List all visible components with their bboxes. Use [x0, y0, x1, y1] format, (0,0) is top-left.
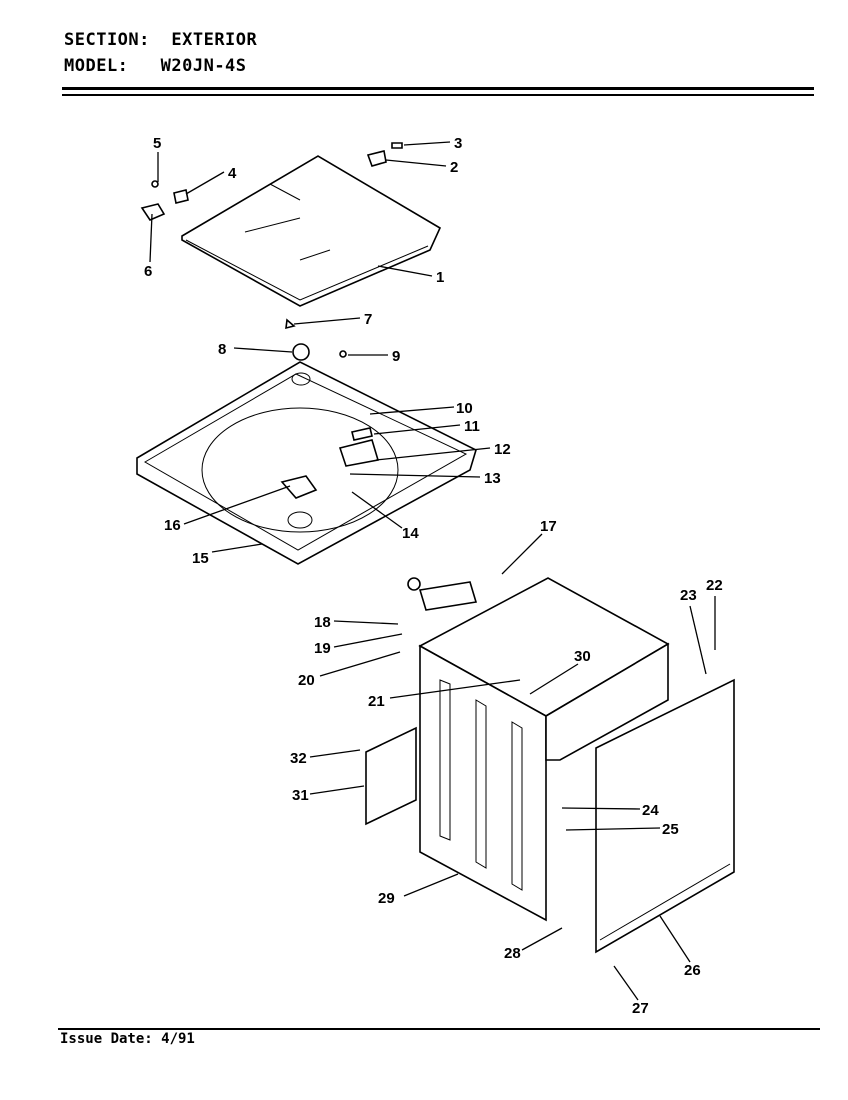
- callout-labels: 1 2 3 4 5 6 7 8 9 10 11 12 13 14 15 16 1…: [144, 135, 723, 1017]
- callout-6: 6: [144, 263, 152, 280]
- callout-27: 27: [632, 1000, 649, 1017]
- callout-19: 19: [314, 640, 331, 657]
- hinge-parts: [140, 142, 403, 330]
- lid-part: [181, 155, 442, 307]
- callout-13: 13: [484, 470, 501, 487]
- callout-26: 26: [684, 962, 701, 979]
- header-rule-top: [62, 87, 814, 90]
- callout-14: 14: [402, 525, 419, 542]
- callout-16: 16: [164, 517, 181, 534]
- callout-11: 11: [464, 418, 480, 435]
- callout-32: 32: [290, 750, 307, 767]
- footer-rule: [58, 1028, 820, 1030]
- callout-22: 22: [706, 577, 723, 594]
- callout-21: 21: [368, 693, 385, 710]
- callout-25: 25: [662, 821, 679, 838]
- callout-1: 1: [436, 269, 444, 286]
- callout-10: 10: [456, 400, 473, 417]
- callout-4: 4: [228, 165, 237, 182]
- callout-23: 23: [680, 587, 697, 604]
- section-label: SECTION:: [64, 30, 150, 50]
- callout-28: 28: [504, 945, 521, 962]
- callout-9: 9: [392, 348, 400, 365]
- top-cover-part: [136, 343, 477, 565]
- section-heading: SECTION: EXTERIOR: [64, 30, 257, 50]
- callout-5: 5: [153, 135, 161, 152]
- callout-8: 8: [218, 341, 226, 358]
- callout-31: 31: [292, 787, 309, 804]
- callout-24: 24: [642, 802, 659, 819]
- model-heading: MODEL: W20JN-4S: [64, 56, 247, 76]
- cabinet-part: [365, 577, 735, 954]
- model-label: MODEL:: [64, 56, 129, 76]
- callout-7: 7: [364, 311, 372, 328]
- section-value: EXTERIOR: [171, 30, 258, 50]
- model-value: W20JN-4S: [160, 56, 247, 76]
- header-rule-bottom: [62, 94, 814, 96]
- leader-lines: [149, 141, 716, 1001]
- issue-date: Issue Date: 4/91: [60, 1031, 195, 1047]
- callout-30: 30: [574, 648, 591, 665]
- callout-20: 20: [298, 672, 315, 689]
- callout-29: 29: [378, 890, 395, 907]
- callout-17: 17: [540, 518, 557, 535]
- callout-3: 3: [454, 135, 462, 152]
- callout-12: 12: [494, 441, 511, 458]
- callout-15: 15: [192, 550, 209, 567]
- callout-2: 2: [450, 159, 458, 176]
- callout-18: 18: [314, 614, 331, 631]
